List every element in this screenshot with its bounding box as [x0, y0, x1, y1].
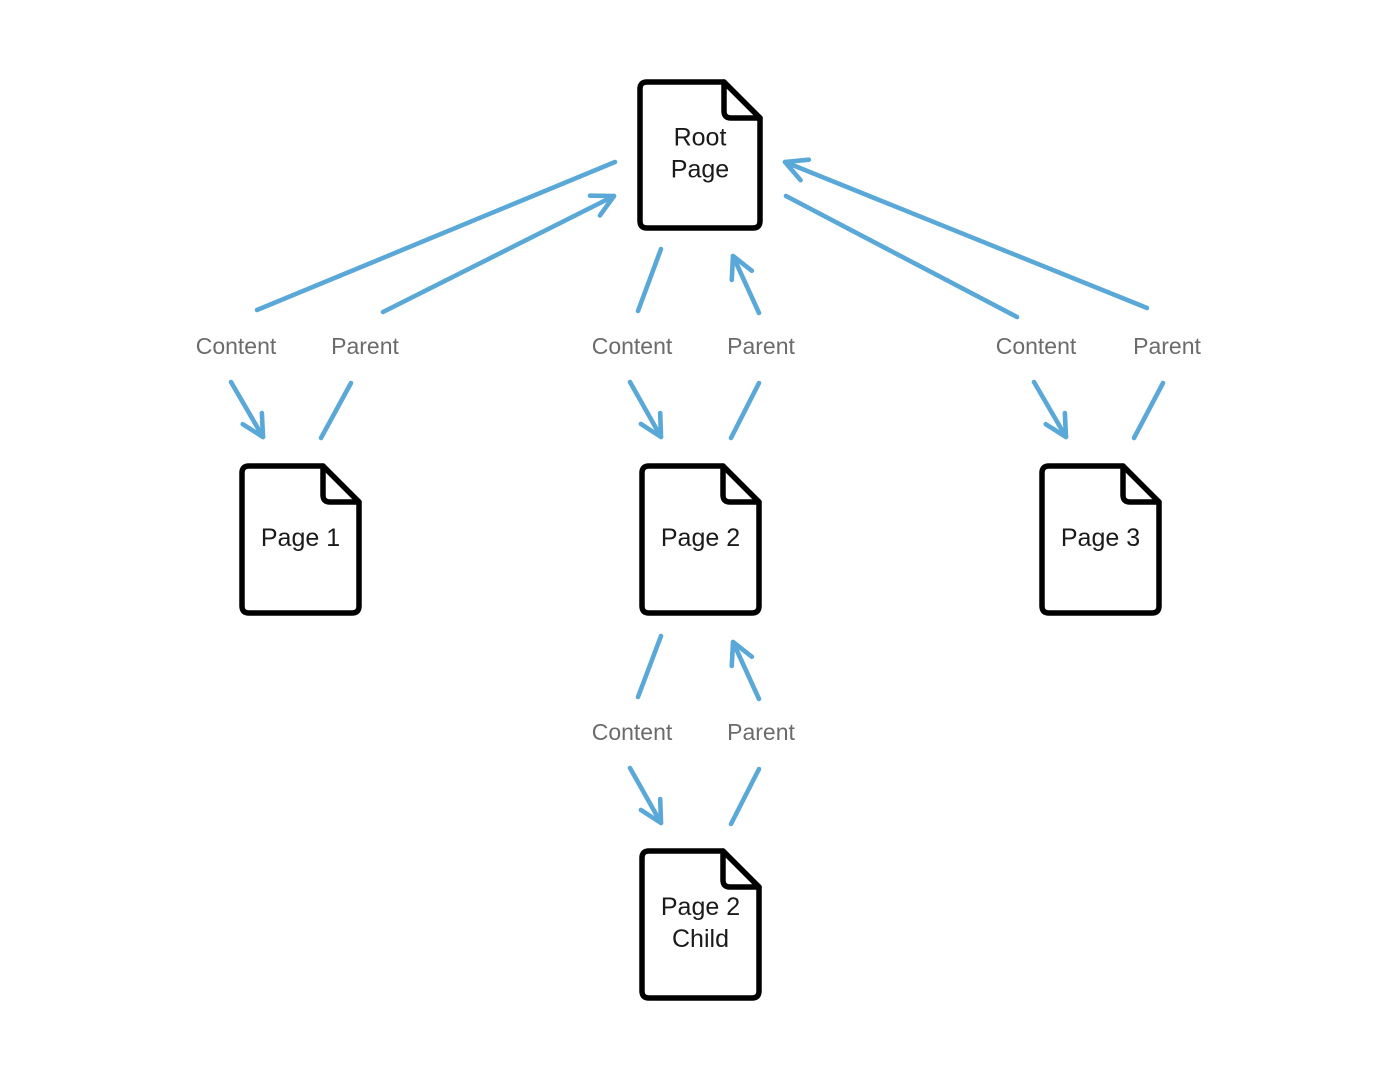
node-page-2-child[interactable]: Page 2 Child: [639, 848, 762, 1001]
arrowhead-icon: [638, 796, 664, 826]
edge-segment-upper: [730, 639, 762, 702]
edge-segment-lower: [1131, 380, 1166, 441]
edge-label-parent: Parent: [727, 333, 795, 359]
edge-root-content-page3: [783, 193, 1069, 440]
arrowhead-icon: [587, 193, 617, 218]
edge-segment-lower: [318, 380, 354, 441]
edge-segment-upper: [635, 633, 664, 700]
node-page-2[interactable]: Page 2: [639, 463, 762, 616]
page-fold-line-icon: [721, 79, 763, 121]
edge-label-parent: Parent: [727, 719, 795, 745]
edge-segment-lower: [627, 765, 664, 826]
arrowhead-icon: [729, 253, 755, 283]
edge-label-parent: Parent: [1133, 333, 1201, 359]
arrowhead-icon: [638, 410, 664, 440]
arrowhead-icon: [782, 157, 812, 183]
edge-label-parent: Parent: [331, 333, 399, 359]
edge-segment-lower: [627, 379, 664, 440]
node-label: Page 2: [661, 893, 740, 921]
edge-segment-lower: [728, 380, 762, 441]
edge-page1-parent-root: [318, 193, 617, 441]
edge-segment-lower: [728, 766, 762, 827]
arrowhead-icon: [240, 410, 266, 440]
node-label: Page 2: [661, 524, 740, 552]
edge-segment-upper: [783, 193, 1020, 320]
edge-segment-lower: [1031, 379, 1069, 440]
edge-page2-parent-root: [728, 253, 762, 441]
edge-child-parent-page2: [728, 639, 762, 827]
edge-label-content: Content: [592, 333, 673, 359]
page-fold-line-icon: [720, 463, 762, 505]
node-label: Page 3: [1061, 524, 1140, 552]
node-label: Page 1: [261, 524, 340, 552]
node-page-1[interactable]: Page 1: [239, 463, 362, 616]
edge-label-content: Content: [996, 333, 1077, 359]
edge-segment-upper: [635, 246, 664, 314]
node-label: Root: [674, 124, 727, 152]
page-fold-line-icon: [320, 463, 362, 505]
edge-root-content-page2: [627, 246, 664, 440]
arrowhead-icon: [1043, 410, 1069, 440]
edge-page2-content-child: [627, 633, 664, 826]
edge-segment-upper: [782, 159, 1150, 311]
edge-segment-lower: [228, 379, 266, 440]
arrowhead-icon: [729, 639, 755, 669]
edge-label-content: Content: [196, 333, 277, 359]
node-label: Child: [672, 925, 729, 953]
node-label: Page: [671, 156, 729, 184]
edge-segment-upper: [380, 193, 617, 315]
edge-segment-upper: [254, 159, 618, 313]
edge-segment-upper: [730, 253, 762, 316]
page-fold-line-icon: [1120, 463, 1162, 505]
page-fold-line-icon: [720, 848, 762, 890]
edge-page3-parent-root: [782, 157, 1166, 441]
node-page-3[interactable]: Page 3: [1039, 463, 1162, 616]
edge-root-content-page1: [228, 159, 618, 440]
edge-label-content: Content: [592, 719, 673, 745]
edges-layer: [228, 157, 1166, 827]
